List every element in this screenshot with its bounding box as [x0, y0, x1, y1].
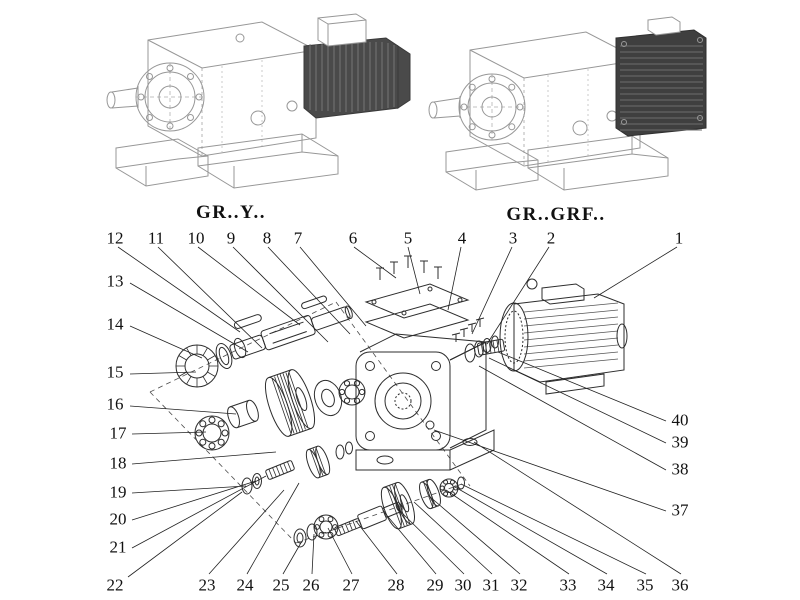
callout-35: 35	[636, 575, 654, 595]
callout-31: 31	[482, 575, 500, 595]
callout-32: 32	[510, 575, 528, 595]
motor-flange-parts-drawing	[451, 317, 499, 363]
callout-4: 4	[457, 228, 467, 248]
callout-3: 3	[508, 228, 518, 248]
callout-16: 16	[106, 394, 124, 414]
motor-drawing	[476, 278, 628, 395]
variant-label-gr-grf: GR..GRF..	[506, 204, 606, 225]
callout-1: 1	[674, 228, 684, 248]
callout-18: 18	[109, 453, 127, 473]
gear-housing-drawing	[355, 333, 495, 471]
top-cover-drawing	[364, 255, 470, 339]
leader-lines	[117, 246, 682, 578]
callout-29: 29	[426, 575, 444, 595]
shaft-washers-drawing	[215, 337, 247, 370]
callout-19: 19	[109, 482, 127, 502]
machine-gr-y-drawing	[106, 13, 411, 189]
callout-7: 7	[293, 228, 303, 248]
callout-11: 11	[147, 228, 165, 248]
callout-15: 15	[106, 362, 124, 382]
callout-28: 28	[387, 575, 405, 595]
input-shaft-drawing	[229, 295, 353, 360]
callout-10: 10	[187, 228, 205, 248]
callout-17: 17	[109, 423, 127, 443]
callout-36: 36	[671, 575, 689, 595]
ball-bearing-drawing	[194, 415, 230, 451]
callout-30: 30	[454, 575, 472, 595]
callout-34: 34	[597, 575, 615, 595]
callout-2: 2	[546, 228, 556, 248]
callout-22: 22	[106, 575, 124, 595]
assembly-axis-lines	[149, 301, 471, 544]
variant-label-gr-y: GR..Y..	[196, 202, 266, 223]
callout-27: 27	[342, 575, 360, 595]
callout-14: 14	[106, 314, 124, 334]
callout-23: 23	[198, 575, 216, 595]
callout-20: 20	[109, 509, 127, 529]
spacer-sleeve-drawing	[227, 399, 259, 429]
callout-39: 39	[671, 432, 689, 452]
callout-9: 9	[226, 228, 236, 248]
callout-6: 6	[348, 228, 358, 248]
callout-13: 13	[106, 271, 124, 291]
large-gear-drawing	[264, 369, 316, 437]
output-shaft-assembly-drawing	[293, 476, 465, 548]
callout-37: 37	[671, 500, 689, 520]
callout-8: 8	[262, 228, 272, 248]
callout-24: 24	[236, 575, 254, 595]
exploded-view-drawing	[117, 246, 682, 578]
callout-38: 38	[671, 459, 689, 479]
callout-12: 12	[106, 228, 124, 248]
callout-40: 40	[671, 410, 689, 430]
callout-33: 33	[559, 575, 577, 595]
oil-seal-drawing	[175, 344, 219, 388]
machine-gr-grf-drawing	[428, 16, 707, 191]
callout-21: 21	[109, 537, 127, 557]
callout-5: 5	[403, 228, 413, 248]
callout-25: 25	[272, 575, 290, 595]
mid-bearing-drawing	[338, 378, 366, 406]
callout-26: 26	[302, 575, 320, 595]
